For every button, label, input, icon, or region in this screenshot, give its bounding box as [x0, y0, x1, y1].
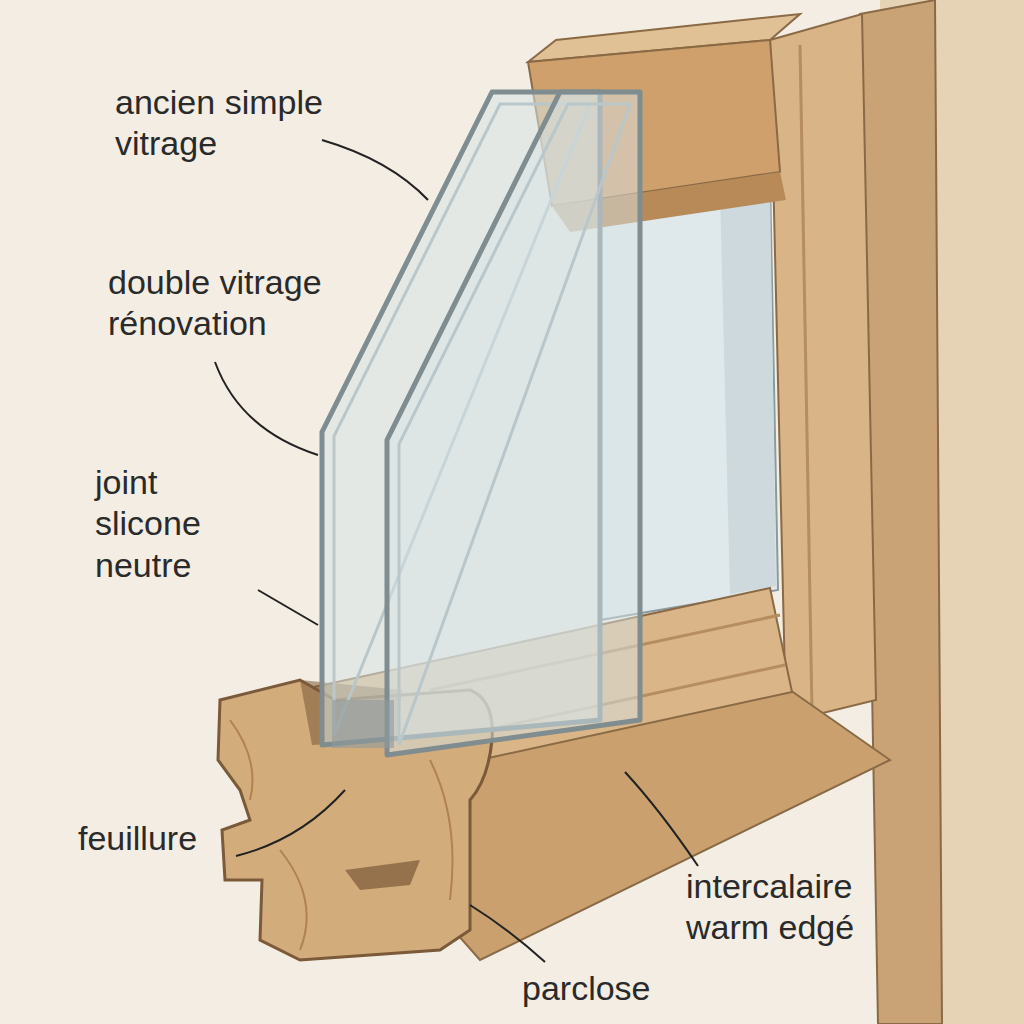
- wood-grain: [230, 720, 453, 950]
- leader-line: [258, 590, 318, 625]
- stile-groove: [800, 45, 812, 712]
- part-label: double vitrage rénovation: [108, 262, 398, 345]
- part-label: joint slicone neutre: [95, 462, 245, 586]
- part-label: intercalaire warm edgé: [686, 866, 926, 949]
- spacer: [332, 700, 394, 748]
- glass-edge: [399, 104, 630, 745]
- leader-line: [236, 790, 345, 856]
- leader-line: [625, 772, 698, 866]
- part-label: parclose: [522, 968, 742, 1009]
- leader-line: [470, 905, 545, 962]
- leader-line: [215, 362, 318, 455]
- stile: [770, 14, 876, 722]
- part-label: feuillure: [78, 818, 298, 859]
- glass-pane: [387, 92, 640, 755]
- groove: [345, 860, 420, 890]
- glass-shade: [720, 184, 776, 594]
- leader-line: [322, 140, 428, 200]
- part-label: ancien simple vitrage: [115, 82, 385, 165]
